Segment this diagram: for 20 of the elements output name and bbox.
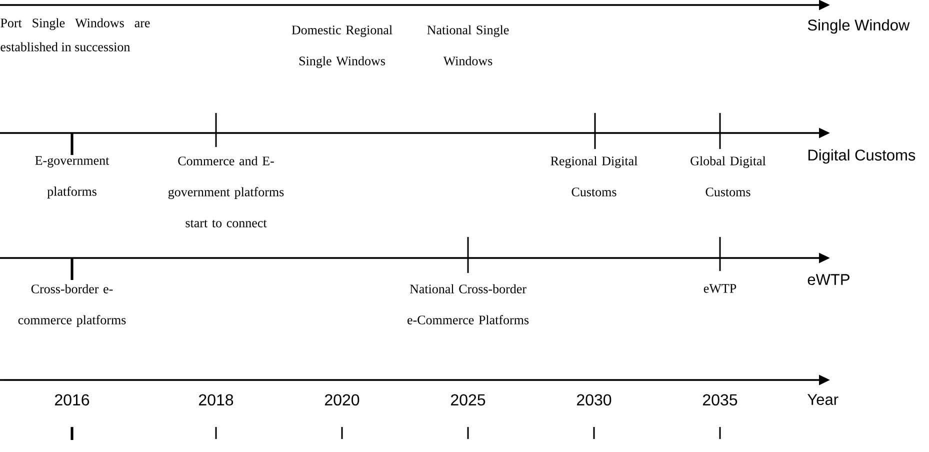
milestone-label: National Single Windows xyxy=(427,25,509,66)
milestone-label: Regional Digital Customs xyxy=(550,156,638,196)
milestone-label: Global Digital Customs xyxy=(690,156,766,196)
axis-label: Single Window xyxy=(808,19,910,34)
milestone-label: Port Single Windows are established in succession xyxy=(0,18,150,52)
milestone-label: E-government platforms xyxy=(35,156,110,198)
year-label: 2030 xyxy=(577,394,612,406)
year-label: 2035 xyxy=(703,394,738,406)
milestone-label: eWTP xyxy=(704,284,736,293)
year-label: 2016 xyxy=(55,394,90,406)
year-label: 2018 xyxy=(199,394,234,406)
milestone-label: Commerce and E-government platforms start to connect xyxy=(168,156,284,228)
milestone-label: National Cross-border e-Commerce Platforms xyxy=(408,284,529,324)
axis-label: eWTP xyxy=(808,274,850,285)
milestone-label: Cross-border e-commerce platforms xyxy=(18,284,126,327)
axis-label: Digital Customs xyxy=(808,149,916,164)
year-label: 2025 xyxy=(451,394,486,406)
axis-label: Year xyxy=(808,394,838,405)
milestone-label: Domestic Regional Single Windows xyxy=(292,25,392,68)
year-label: 2020 xyxy=(325,394,360,406)
